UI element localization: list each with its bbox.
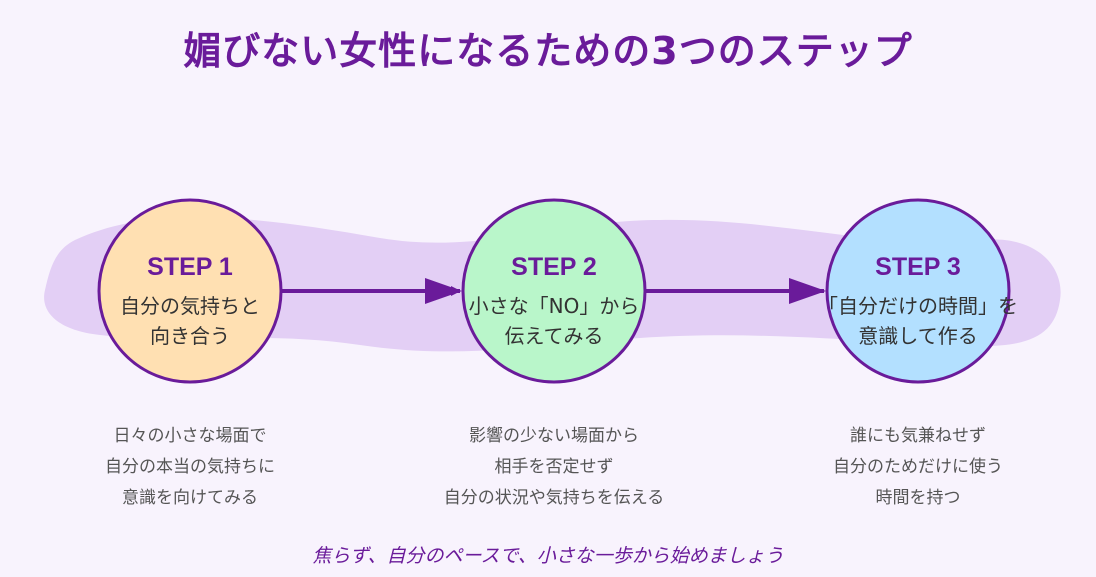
step-3-heading: STEP 3 [875,253,961,281]
page-title: 媚びない女性になるための3つのステップ [183,29,913,73]
arrowhead-1 [425,278,462,304]
step-2-description-line: 自分の状況や気持ちを伝える [443,488,665,508]
step-2-description-line: 相手を否定せず [494,457,614,477]
step-1-description-line: 意識を向けてみる [122,488,258,508]
step-3-circle [825,198,1011,384]
step-2-description: 影響の少ない場面から 相手を否定せず 自分の状況や気持ちを伝える [404,421,704,514]
step-1-node: STEP 1 自分の気持ちと 向き合う [97,198,283,384]
arrowhead-2 [789,278,826,304]
step-3-label-line-1: 「自分だけの時間」を [818,294,1018,318]
step-1-description-line: 自分の本当の気持ちに [105,457,275,477]
step-3-description-line: 自分のためだけに使う [833,457,1003,477]
step-1-circle [97,198,283,384]
step-3-node: STEP 3 「自分だけの時間」を 意識して作る [818,198,1018,384]
step-3-description-line: 時間を持つ [875,488,961,508]
step-3-description-line: 誰にも気兼ねせず [850,426,986,446]
step-1-label-line-1: 自分の気持ちと [120,294,260,318]
step-2-circle [461,198,647,384]
step-3-label-line-2: 意識して作る [858,324,977,348]
step-2-heading: STEP 2 [511,253,597,281]
step-3-description: 誰にも気兼ねせず 自分のためだけに使う 時間を持つ [768,421,1068,514]
step-1-label-line-2: 向き合う [150,324,230,348]
step-1-description: 日々の小さな場面で 自分の本当の気持ちに 意識を向けてみる [40,421,340,514]
footer-message: 焦らず、自分のペースで、小さな一歩から始めましょう [312,545,784,567]
step-2-label-line-2: 伝えてみる [505,324,604,348]
step-2-node: STEP 2 小さな「NO」から 伝えてみる [461,198,647,384]
step-1-description-line: 日々の小さな場面で [113,426,267,446]
step-1-heading: STEP 1 [147,253,233,281]
step-2-description-line: 影響の少ない場面から [469,426,639,446]
step-2-label-line-1: 小さな「NO」から [469,294,640,318]
